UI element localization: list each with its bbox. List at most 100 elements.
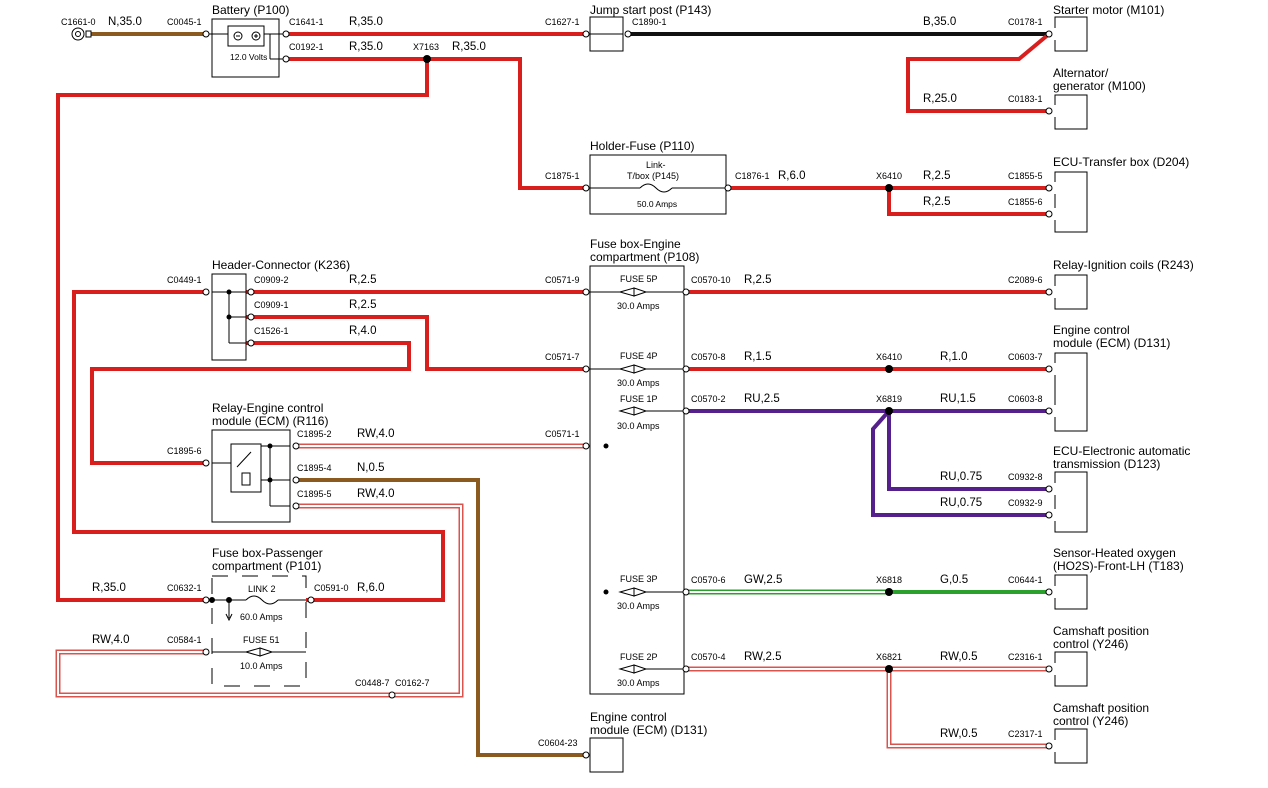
junctions <box>226 55 893 673</box>
wire-label-r35d: R,35.0 <box>92 582 126 594</box>
conn-c0909-2: C0909-2 <box>254 275 289 285</box>
conn-c0932-9: C0932-9 <box>1008 498 1043 508</box>
conn-c2316: C2316-1 <box>1008 652 1043 662</box>
wire-label-b35: B,35.0 <box>923 16 956 28</box>
wire-r25-header-2 <box>246 315 586 371</box>
label-cam1-1: Camshaft position <box>1053 624 1149 638</box>
wire-label-ru075b: RU,0.75 <box>940 497 982 509</box>
passenger-fusebox-box <box>211 575 307 687</box>
label-fuse51-amps: 10.0 Amps <box>240 661 283 671</box>
wire-r25-alternator <box>906 32 1051 113</box>
wire-label-r6a: R,6.0 <box>778 170 806 182</box>
conn-c0570-10: C0570-10 <box>691 275 731 285</box>
wire-label-r35c: R,35.0 <box>452 41 486 53</box>
wire-label-r25-hc2: R,2.5 <box>349 299 377 311</box>
label-relay-ecm-2: module (ECM) (R116) <box>212 414 328 428</box>
conn-c0909-1: C0909-1 <box>254 300 289 310</box>
connector-labels: C1661-0 C0045-1 C1641-1 C0192-1 C1627-1 … <box>61 17 1043 748</box>
label-relay-ecm-1: Relay-Engine control <box>212 401 323 415</box>
label-fuse-5p: FUSE 5P <box>620 274 658 284</box>
label-fuse-4p: FUSE 4P <box>620 351 658 361</box>
wire-label-r25-fuse5: R,2.5 <box>744 274 772 286</box>
wire-label-gw25: GW,2.5 <box>744 574 782 586</box>
conn-c1875: C1875-1 <box>545 171 580 181</box>
label-fusebox-engine-2: compartment (P108) <box>590 250 699 264</box>
conn-c0570-2: C0570-2 <box>691 394 726 404</box>
label-ecm-2: module (ECM) (D131) <box>1053 336 1170 350</box>
wire-labels: N,35.0 R,35.0 R,35.0 R,35.0 B,35.0 R,25.… <box>92 16 982 740</box>
label-link-amps: 50.0 Amps <box>637 199 677 209</box>
wire-label-rw40a: RW,4.0 <box>357 428 395 440</box>
label-alternator-2: generator (M100) <box>1053 79 1146 93</box>
label-ecm-bottom-2: module (ECM) (D131) <box>590 723 707 737</box>
conn-c1895-4: C1895-4 <box>297 463 332 473</box>
wire-label-ru075a: RU,0.75 <box>940 471 982 483</box>
wire-ru075-b <box>871 409 1049 517</box>
wire-label-r25: R,25.0 <box>923 93 957 105</box>
conn-c0570-4: C0570-4 <box>691 652 726 662</box>
engine-fusebox-box <box>589 265 685 695</box>
conn-c1855-5: C1855-5 <box>1008 171 1043 181</box>
conn-c0604: C0604-23 <box>538 738 578 748</box>
wire-r25-header-in <box>72 290 445 602</box>
output-boxes <box>589 16 1088 773</box>
conn-x6821: X6821 <box>876 652 902 662</box>
wire-r40-header-relay <box>90 341 411 465</box>
wire-label-rw05b: RW,0.5 <box>940 728 978 740</box>
fuse-icons <box>590 287 684 674</box>
label-fuse-1p-amps: 30.0 Amps <box>617 421 660 431</box>
conn-x6818: X6818 <box>876 575 902 585</box>
wire-label-r15: R,1.5 <box>744 351 772 363</box>
fuse-link-icon <box>590 183 726 193</box>
conn-c0571-7: C0571-7 <box>545 352 580 362</box>
wire-r35-holder <box>286 57 586 190</box>
conn-c1641: C1641-1 <box>289 17 324 27</box>
wire-r35-passenger <box>56 59 429 602</box>
wire-label-r35a: R,35.0 <box>349 16 383 28</box>
label-ecm-bottom-1: Engine control <box>590 710 667 724</box>
label-ecu-trans-2: transmission (D123) <box>1053 457 1160 471</box>
conn-x7163: X7163 <box>413 42 439 52</box>
wire-label-rw40b: RW,4.0 <box>357 488 395 500</box>
conn-c1895-6: C1895-6 <box>167 446 202 456</box>
conn-c0192: C0192-1 <box>289 42 324 52</box>
label-relay-ignition: Relay-Ignition coils (R243) <box>1053 258 1194 272</box>
conn-c0183: C0183-1 <box>1008 94 1043 104</box>
conn-x6819: X6819 <box>876 394 902 404</box>
label-header-connector: Header-Connector (K236) <box>212 258 350 272</box>
label-jump-start: Jump start post (P143) <box>590 3 711 17</box>
wire-label-rw25: RW,2.5 <box>744 651 782 663</box>
label-fuse-4p-amps: 30.0 Amps <box>617 378 660 388</box>
label-starter: Starter motor (M101) <box>1053 3 1164 17</box>
ground-icon <box>71 27 92 41</box>
wire-label-r25-hc1: R,2.5 <box>349 274 377 286</box>
conn-c0571-9: C0571-9 <box>545 275 580 285</box>
fuse-labels: FUSE 5P 30.0 Amps FUSE 4P 30.0 Amps FUSE… <box>617 274 660 688</box>
conn-c1895-2: C1895-2 <box>297 429 332 439</box>
label-fuse-1p: FUSE 1P <box>620 394 658 404</box>
wire-label-ru15: RU,1.5 <box>940 393 976 405</box>
label-holder-fuse: Holder-Fuse (P110) <box>590 139 694 153</box>
conn-x6410b: X6410 <box>876 352 902 362</box>
label-link-tbox-1: Link- <box>646 160 666 170</box>
conn-c0591: C0591-0 <box>314 583 349 593</box>
label-fusebox-pass-2: compartment (P101) <box>212 559 321 573</box>
label-sensor-1: Sensor-Heated oxygen <box>1053 546 1176 560</box>
label-cam1-2: control (Y246) <box>1053 637 1128 651</box>
label-ecm-1: Engine control <box>1053 323 1130 337</box>
wire-label-r25-6: R,2.5 <box>923 196 951 208</box>
wire-label-n05: N,0.5 <box>357 462 385 474</box>
pins <box>202 30 1053 759</box>
wire-label-rw05a: RW,0.5 <box>940 651 978 663</box>
label-fuse-2p-amps: 30.0 Amps <box>617 678 660 688</box>
conn-c0045: C0045-1 <box>167 17 202 27</box>
label-fuse-5p-amps: 30.0 Amps <box>617 301 660 311</box>
conn-c0632: C0632-1 <box>167 583 202 593</box>
wires <box>55 32 1051 757</box>
conn-c2089: C2089-6 <box>1008 275 1043 285</box>
conn-c1661: C1661-0 <box>61 17 96 27</box>
wire-label-r4-hc: R,4.0 <box>349 325 377 337</box>
conn-c0178: C0178-1 <box>1008 17 1043 27</box>
label-fusebox-engine-1: Fuse box-Engine <box>590 237 681 251</box>
label-fuse-3p: FUSE 3P <box>620 574 658 584</box>
